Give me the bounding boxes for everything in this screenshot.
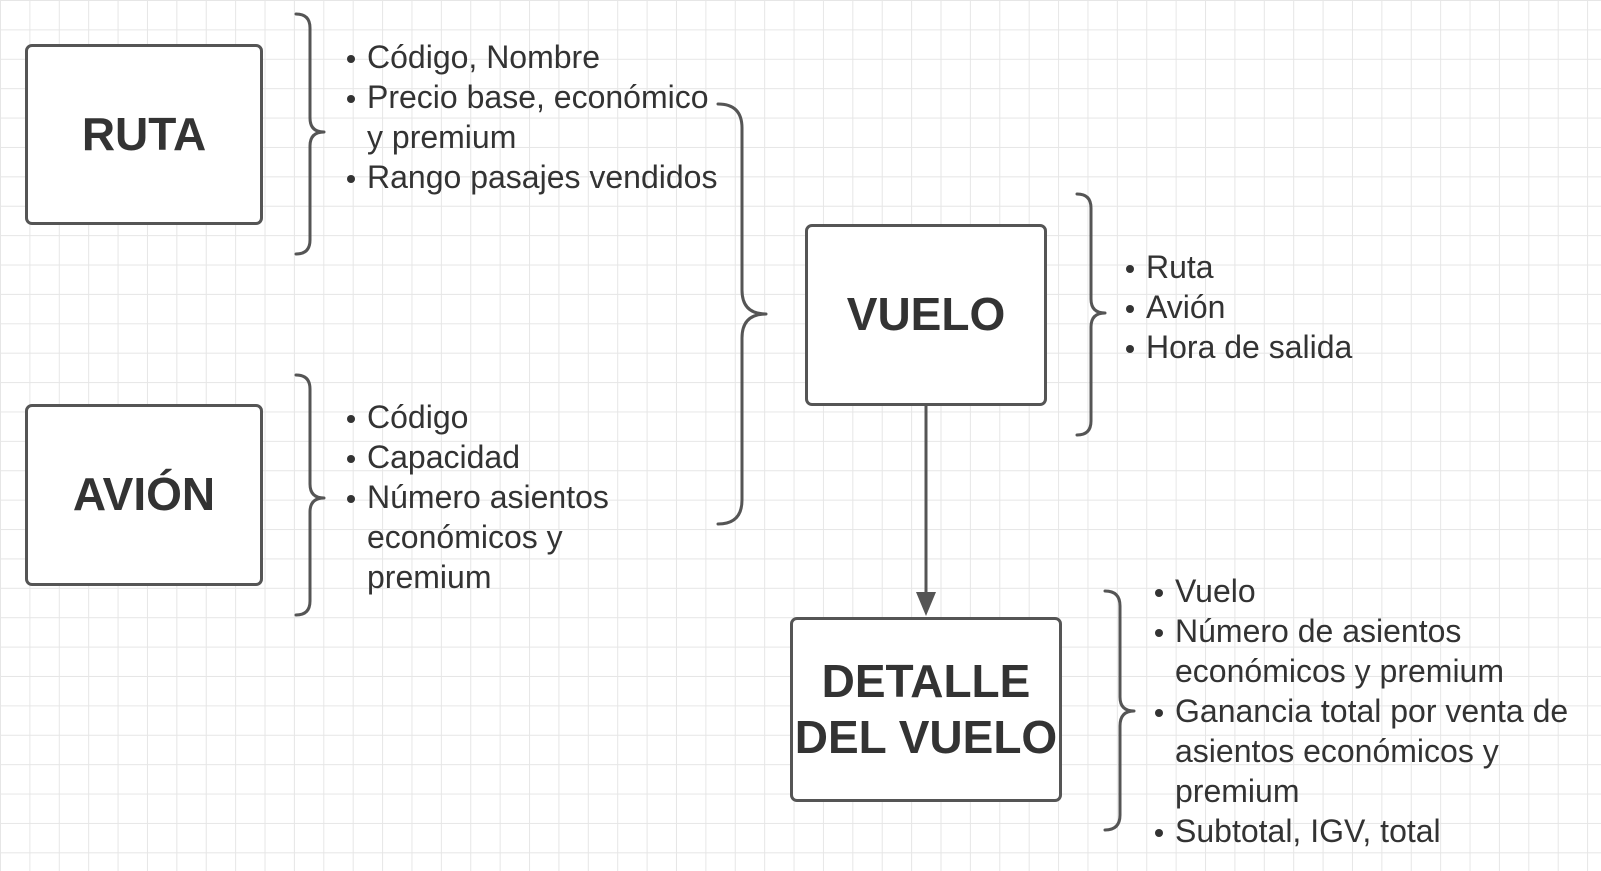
- attribute-item: Número asientos económicos y premium: [345, 477, 675, 597]
- attribute-item: Número de asientos económicos y premium: [1153, 611, 1598, 691]
- entity-title-detalle: DETALLE DEL VUELO: [794, 654, 1058, 763]
- attribute-list-avion: Código Capacidad Número asientos económi…: [345, 397, 675, 597]
- brace-avion: [294, 373, 326, 617]
- entity-title-vuelo: VUELO: [846, 288, 1006, 341]
- entity-title-ruta: RUTA: [81, 107, 207, 160]
- attribute-item: Vuelo: [1153, 571, 1598, 611]
- attribute-item: Ruta: [1124, 247, 1424, 287]
- attribute-item: Avión: [1124, 287, 1424, 327]
- attribute-item: Código, Nombre: [345, 37, 725, 77]
- brace-ruta-avion-to-vuelo: [716, 102, 768, 526]
- brace-ruta: [294, 12, 326, 256]
- attribute-list-detalle: Vuelo Número de asientos económicos y pr…: [1153, 571, 1598, 851]
- attribute-list-vuelo: Ruta Avión Hora de salida: [1124, 247, 1424, 367]
- attribute-list-ruta: Código, Nombre Precio base, económico y …: [345, 37, 725, 197]
- entity-box-ruta[interactable]: RUTA: [25, 44, 263, 225]
- entity-box-avion[interactable]: AVIÓN: [25, 404, 263, 586]
- entity-box-vuelo[interactable]: VUELO: [805, 224, 1047, 406]
- brace-vuelo: [1075, 192, 1107, 437]
- entity-title-avion: AVIÓN: [72, 468, 216, 521]
- attribute-item: Capacidad: [345, 437, 675, 477]
- attribute-item: Precio base, económico y premium: [345, 77, 725, 157]
- attribute-item: Código: [345, 397, 675, 437]
- attribute-item: Hora de salida: [1124, 327, 1424, 367]
- entity-box-detalle[interactable]: DETALLE DEL VUELO: [790, 617, 1062, 802]
- brace-detalle: [1103, 589, 1136, 832]
- attribute-item: Subtotal, IGV, total: [1153, 811, 1598, 851]
- attribute-item: Ganancia total por venta de asientos eco…: [1153, 691, 1598, 811]
- arrowhead-icon: [916, 592, 936, 616]
- attribute-item: Rango pasajes vendidos: [345, 157, 725, 197]
